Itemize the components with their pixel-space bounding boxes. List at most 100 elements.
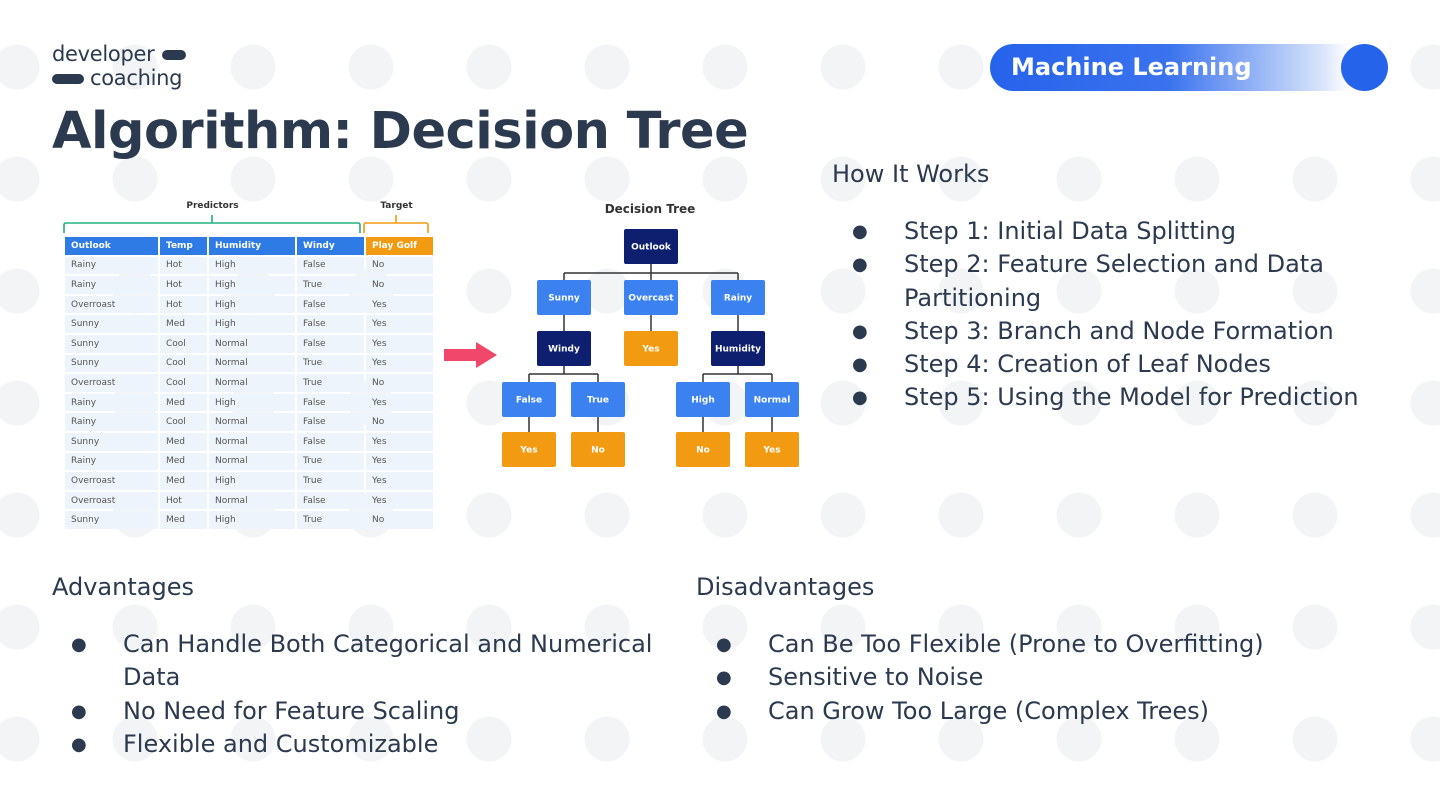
table-cell: Yes	[366, 334, 433, 353]
table-cell: False	[297, 256, 364, 275]
node-false-leaf	[502, 432, 556, 467]
bullet-icon: ●	[852, 221, 868, 242]
table-cell: Yes	[366, 354, 433, 373]
node-normal-label: Normal	[754, 396, 791, 406]
bullet-icon: ●	[716, 667, 732, 689]
table-cell: Yes	[366, 295, 433, 314]
table-cell: False	[297, 413, 364, 431]
node-true	[571, 382, 625, 417]
node-overcast-leaf-label: Yes	[641, 345, 659, 355]
table-cell: True	[297, 511, 364, 529]
node-true-label: True	[587, 396, 609, 406]
advantages-heading: Advantages	[52, 573, 194, 601]
table-cell: No	[366, 256, 433, 275]
list-item-text: Step 4: Creation of Leaf Nodes	[904, 350, 1271, 379]
how-it-works-list: ●Step 1: Initial Data Splitting ●Step 2:…	[852, 215, 1374, 415]
table-header-row: Outlook Temp Humidity Windy Play Golf	[65, 237, 433, 255]
humidity-connector	[702, 366, 773, 382]
disadvantages-heading: Disadvantages	[696, 573, 875, 601]
node-true-leaf	[571, 432, 625, 467]
header-outlook: Outlook	[65, 237, 158, 255]
list-item: ● Can Be Too Flexible (Prone to Overfitti…	[716, 628, 1368, 661]
node-rainy	[711, 280, 765, 315]
target-label: Target	[380, 201, 413, 211]
list-item-text: Can Be Too Flexible (Prone to Overfittin…	[768, 630, 1264, 658]
table-cell: Normal	[209, 374, 295, 392]
table-cell: High	[209, 276, 295, 294]
node-rainy-label: Rainy	[724, 294, 752, 304]
table-cell: Normal	[209, 413, 295, 431]
node-high-label: High	[691, 396, 714, 406]
bullet-icon: ●	[852, 254, 868, 276]
developer-coaching-logo: developer coaching	[52, 42, 192, 90]
logo-line-1: developer	[52, 42, 155, 66]
table-cell: High	[209, 472, 295, 490]
table-cell: True	[297, 452, 364, 471]
bullet-icon: ●	[71, 733, 87, 755]
node-overcast-label: Overcast	[628, 294, 674, 304]
bullet-icon: ●	[716, 700, 732, 722]
table-cell: False	[297, 334, 364, 353]
list-item-text: Step 5: Using the Model for Prediction	[904, 383, 1359, 412]
table-cell: Rainy	[65, 452, 158, 471]
table-cell: Yes	[366, 315, 433, 333]
table-cell: Med	[160, 452, 207, 471]
table-cell: No	[366, 413, 433, 431]
predictors-label: Predictors	[186, 201, 239, 211]
table-cell: High	[209, 256, 295, 275]
table-cell: Cool	[160, 413, 207, 431]
node-windy	[537, 331, 591, 366]
table-cell: Overroast	[65, 472, 158, 490]
predictors-bracket	[63, 215, 361, 233]
table-cell: False	[297, 491, 364, 510]
node-overcast-leaf	[624, 331, 678, 366]
bullet-icon: ●	[716, 634, 732, 655]
table-cell: Hot	[160, 491, 207, 510]
leaf-connectors	[528, 417, 773, 432]
list-item-text: No Need for Feature Scaling	[123, 696, 460, 725]
tree-connectors	[528, 264, 773, 432]
logo-line-2: coaching	[90, 66, 183, 90]
table-cell: True	[297, 374, 364, 392]
table-cell: Normal	[209, 334, 295, 353]
slide-title: Algorithm: Decision Tree	[52, 102, 749, 161]
table-cell: True	[297, 354, 364, 373]
list-item-text: Can Grow Too Large (Complex Trees)	[768, 696, 1210, 725]
table-cell: Cool	[160, 334, 207, 353]
header-windy: Windy	[297, 237, 364, 255]
table-cell: Rainy	[65, 276, 158, 294]
table-cell: Overroast	[65, 374, 158, 392]
bullet-icon: ●	[71, 634, 87, 655]
table-cell: Normal	[209, 491, 295, 510]
right-arrow-icon	[444, 342, 497, 368]
list-item: ● Can Grow Too Large (Complex Trees)	[716, 695, 1368, 728]
table-cell: Sunny	[65, 334, 158, 353]
node-normal	[745, 382, 799, 417]
table-cell: Hot	[160, 256, 207, 275]
table-cell: Normal	[209, 354, 295, 373]
tree-title: Decision Tree	[605, 202, 696, 216]
node-overcast	[624, 280, 678, 315]
list-item: ● Step 5: Using the Model for Prediction	[852, 381, 1374, 414]
list-item: ●Step 2: Feature Selection and Data Part…	[852, 248, 1374, 315]
bullet-icon: ●	[852, 387, 868, 409]
node-high-leaf	[676, 432, 730, 467]
table-cell: No	[366, 511, 433, 529]
table-cell: Med	[160, 472, 207, 490]
table-cell: Sunny	[65, 354, 158, 373]
table-cell: Yes	[366, 491, 433, 510]
arrow-shape	[444, 342, 497, 368]
table-cell: Sunny	[65, 432, 158, 451]
table-cell: True	[297, 472, 364, 490]
logo-pill-shape	[52, 74, 84, 84]
